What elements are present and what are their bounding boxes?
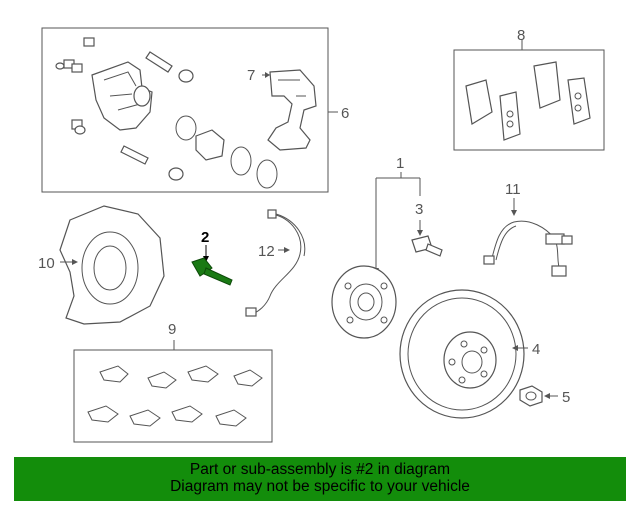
callout-10: 10 <box>38 255 55 272</box>
dust-shield: 10 <box>38 205 165 325</box>
callout-7: 7 <box>247 67 255 84</box>
callout-5: 5 <box>562 389 570 406</box>
callout-3: 3 <box>415 201 423 218</box>
callout-1: 1 <box>396 155 404 172</box>
brake-hose: 11 <box>483 181 573 277</box>
callout-6: 6 <box>341 105 349 122</box>
abs-sensor: 12 <box>245 209 306 317</box>
caliper-assembly-group: 7 6 <box>41 27 349 193</box>
callout-4: 4 <box>532 341 540 358</box>
clip-kit-group: 9 <box>73 321 273 443</box>
callout-11: 11 <box>505 181 521 198</box>
info-banner: Part or sub-assembly is #2 in diagram Di… <box>14 457 626 501</box>
callout-12: 12 <box>258 243 275 260</box>
brake-pad-group: 8 <box>453 27 605 151</box>
bolt-part-2: 2 <box>191 229 233 286</box>
banner-line-1: Part or sub-assembly is #2 in diagram <box>189 461 451 478</box>
banner-line-2: Diagram may not be specific to your vehi… <box>170 478 470 495</box>
callout-9: 9 <box>168 321 176 338</box>
hub-bearing-group: 1 3 <box>331 155 443 339</box>
brake-rotor: 4 5 <box>399 289 570 419</box>
callout-8: 8 <box>517 27 525 44</box>
callout-2: 2 <box>201 229 209 246</box>
